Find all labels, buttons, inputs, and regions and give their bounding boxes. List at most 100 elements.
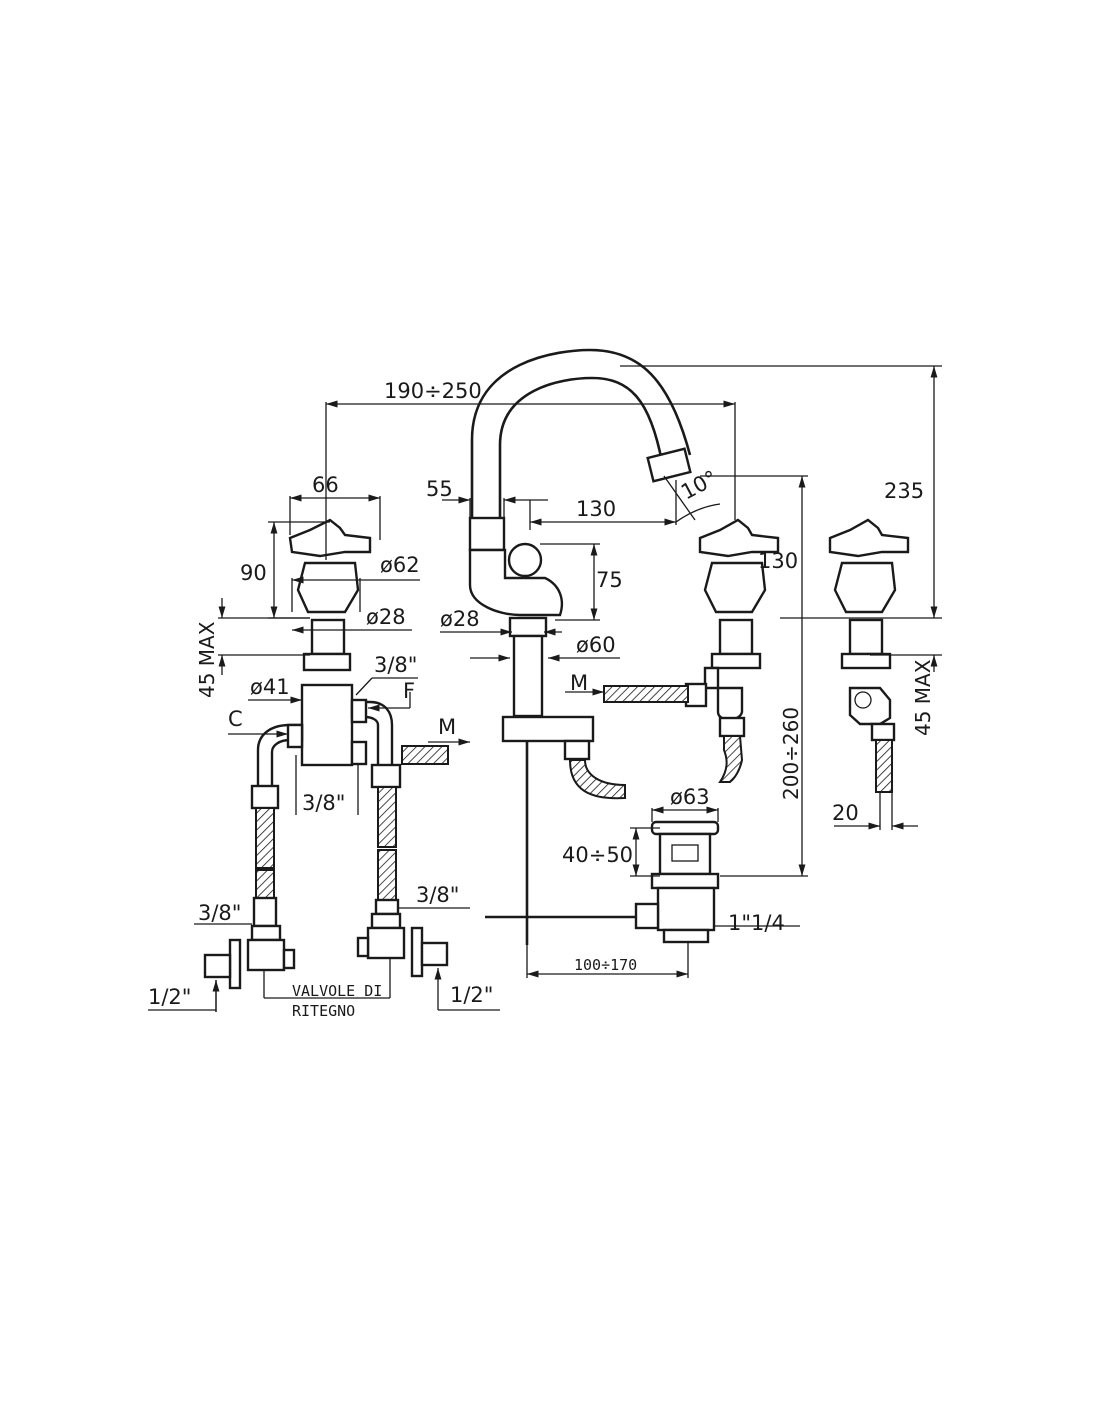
right1-mix-hose <box>603 685 689 703</box>
check-valve-right-inlet <box>420 941 449 967</box>
label-check-valves-line2: RITEGNO <box>292 1002 355 1020</box>
left-mix-hose <box>401 745 449 765</box>
dim-angle-arc <box>675 503 721 523</box>
label-waste-thread: 1"1/4 <box>728 911 785 935</box>
check-valve-right-spindle <box>356 936 370 958</box>
label-rod-range: 100÷170 <box>574 956 637 974</box>
left-handle-cross <box>288 518 372 558</box>
right2-elbow <box>848 686 892 726</box>
right2-stem <box>848 618 884 656</box>
label-valve-height: 75 <box>596 568 623 592</box>
right-tap-1 <box>603 518 780 783</box>
dim-angle-line <box>663 475 696 521</box>
label-handle-height: 90 <box>240 561 267 585</box>
label-inlet-right: 1/2" <box>450 983 493 1007</box>
label-hose-offset: 20 <box>832 801 859 825</box>
left-escutcheon <box>296 561 360 614</box>
right2-handle-cross <box>828 518 910 558</box>
label-height-range: 200÷260 <box>779 707 803 800</box>
dimension-lines <box>148 365 942 1012</box>
right2-bottom-nut <box>870 722 896 742</box>
label-total-height: 235 <box>884 479 924 503</box>
right-hose-lower <box>377 849 397 901</box>
right1-hose <box>718 735 744 783</box>
right2-hose <box>875 739 893 793</box>
diverter-knob <box>507 542 543 578</box>
right1-elbow <box>703 666 744 721</box>
check-valve-left-spindle <box>282 948 296 970</box>
label-max-thickness-left: 45 MAX <box>195 621 219 698</box>
label-mix-center: M <box>570 671 588 695</box>
left-tap-assembly <box>250 518 402 928</box>
label-spout-reach: 130 <box>576 497 616 521</box>
right1-bottom-nut <box>718 716 746 738</box>
right1-lock-nut <box>710 652 762 670</box>
label-stem-dia-left: ø28 <box>366 605 406 629</box>
label-outlet-thread-bottom: 3/8" <box>302 791 345 815</box>
label-body-dia: ø41 <box>250 675 290 699</box>
waste-body <box>658 832 712 876</box>
mixer-body <box>300 683 354 767</box>
right1-stem <box>718 618 754 656</box>
right2-lock-nut <box>840 652 892 670</box>
right-tap-2 <box>828 518 910 793</box>
right2-port <box>854 691 872 709</box>
check-valve-right-body <box>366 926 406 960</box>
label-spout-base: 55 <box>426 477 453 501</box>
waste-slot <box>671 844 699 862</box>
check-valve-left-body <box>246 938 286 972</box>
label-cold: F <box>403 679 415 703</box>
right1-escutcheon <box>703 561 767 614</box>
spout-inner <box>498 376 664 520</box>
check-valve-right-nut <box>370 912 402 930</box>
label-escutcheon-dia: ø62 <box>380 553 420 577</box>
label-hot: C <box>228 707 243 731</box>
dimension-labels: 190÷250 66 55 130 10° 235 90 ø62 ø28 75 … <box>148 379 935 1020</box>
waste-nut <box>650 872 720 890</box>
right1-handle-cross <box>698 518 780 558</box>
label-waste-dia: ø63 <box>670 785 710 809</box>
label-flange-dia: ø60 <box>576 633 616 657</box>
spout-outer <box>470 348 692 520</box>
label-mix-left: M <box>438 715 456 739</box>
tee-nut <box>563 739 591 761</box>
left-lock-nut <box>302 652 352 672</box>
right-hose-ferrule-bottom <box>374 898 400 916</box>
label-max-thickness-right: 45 MAX <box>911 659 935 736</box>
check-valve-left <box>203 924 296 990</box>
aerator <box>646 447 692 483</box>
label-outlet-thread-top: 3/8" <box>374 653 417 677</box>
bottom-outlet-nut <box>350 740 368 766</box>
spout-collar <box>468 516 506 552</box>
waste-assembly <box>634 820 720 944</box>
label-inlet-left: 1/2" <box>148 985 191 1009</box>
label-check-valves-line1: VALVOLE DI <box>292 982 382 1000</box>
label-hose-thread-left: 3/8" <box>198 901 241 925</box>
spout-assembly <box>468 348 692 945</box>
left-hose-lower <box>255 869 275 899</box>
spout-body <box>468 548 564 617</box>
right-hose-ferrule-top <box>370 763 402 789</box>
check-valve-right-flange <box>410 926 424 978</box>
check-valve-left-inlet <box>203 953 232 979</box>
waste-tail <box>656 886 716 932</box>
waste-rod-nut <box>634 902 660 930</box>
tee-connector <box>501 715 595 743</box>
dim-38-top-leader <box>355 677 373 696</box>
label-right-spout-height: 130 <box>758 549 798 573</box>
check-valve-left-flange <box>228 938 242 990</box>
label-waste-height: 40÷50 <box>562 843 633 867</box>
label-handle-width: 66 <box>312 473 339 497</box>
check-valve-right <box>356 912 449 978</box>
center-flange <box>508 616 548 638</box>
label-spread: 190÷250 <box>384 379 482 403</box>
hot-inlet-nut <box>286 723 304 749</box>
left-hose-upper <box>255 807 275 869</box>
waste-cap <box>650 820 720 836</box>
center-hose-stub <box>568 759 626 800</box>
label-stem-dia-center: ø28 <box>440 607 480 631</box>
right-hose-upper <box>377 786 397 848</box>
left-hose-ferrule-top <box>250 784 280 810</box>
